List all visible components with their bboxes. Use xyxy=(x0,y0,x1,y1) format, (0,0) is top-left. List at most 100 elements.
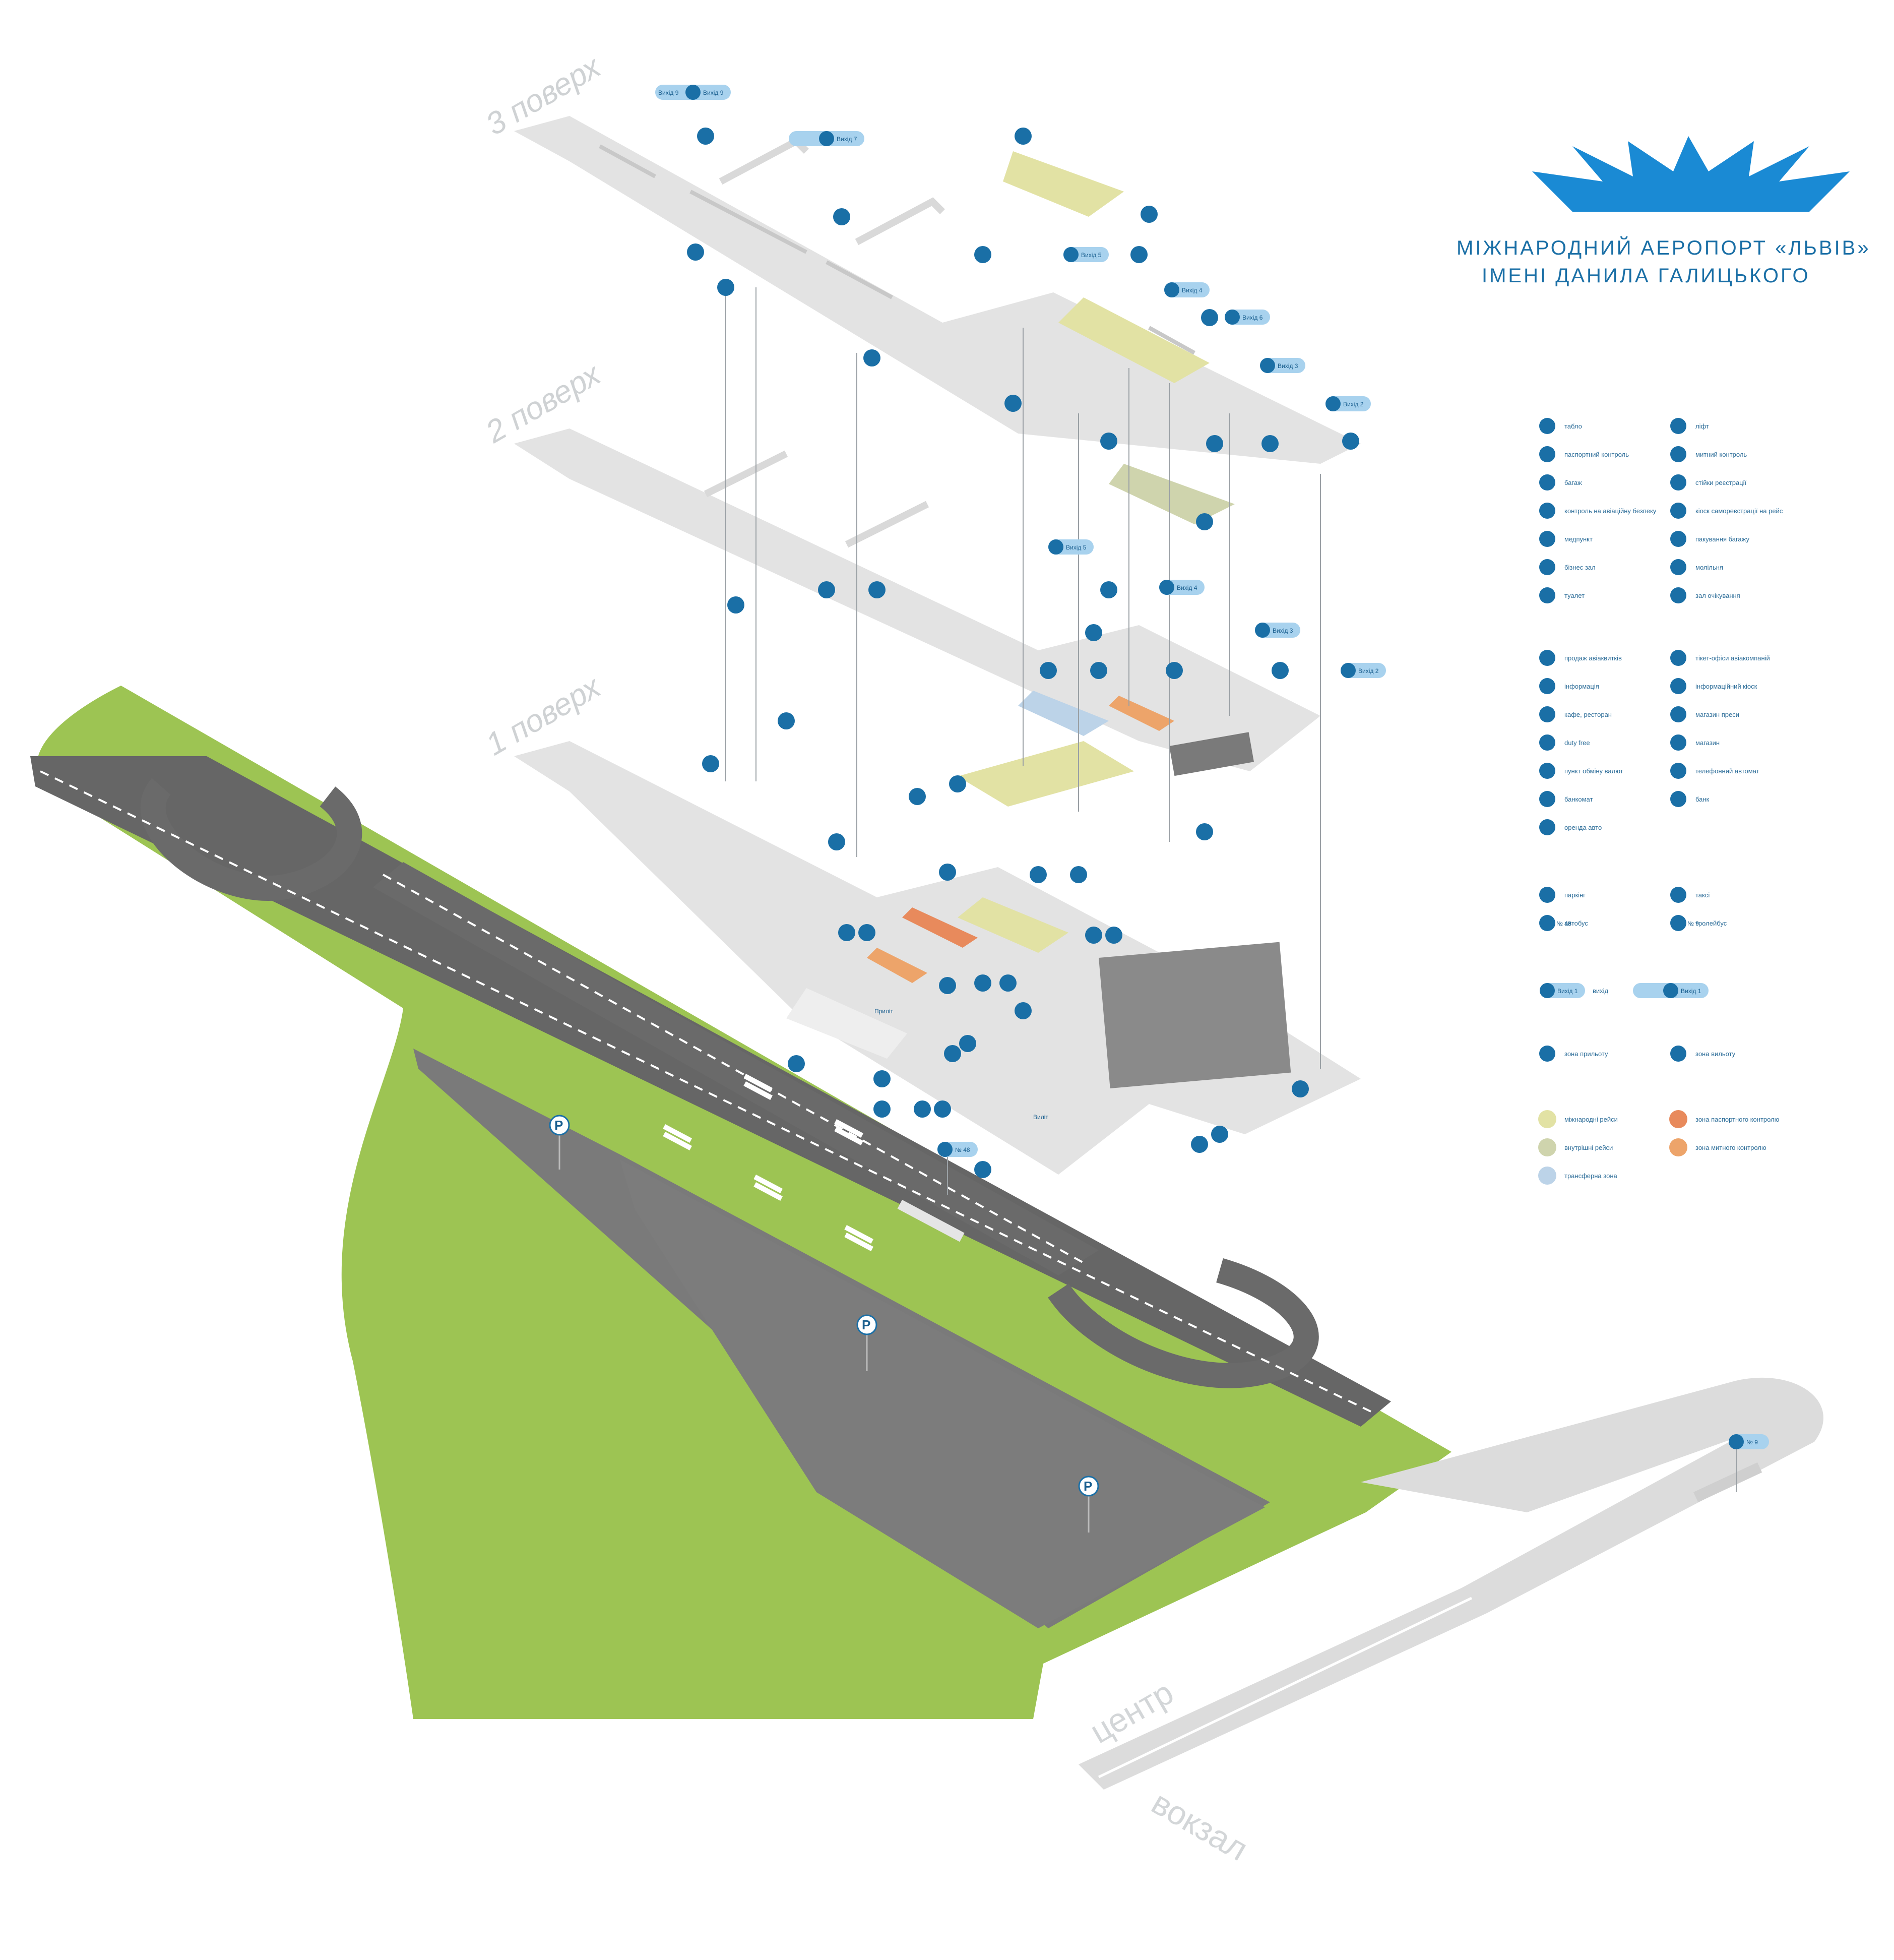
board-icon[interactable] xyxy=(1070,866,1087,883)
exit-pin-8[interactable]: Вихід 7 xyxy=(789,131,864,146)
shop-icon[interactable] xyxy=(999,974,1017,992)
parking-pin-2[interactable]: P xyxy=(856,1314,877,1371)
toilet-icon[interactable] xyxy=(1105,927,1122,944)
car-rental-icon[interactable] xyxy=(873,1100,891,1118)
exit-pin-4[interactable]: Вихід 4 xyxy=(1164,282,1210,297)
legend-item: кіоск самореєстрації на рейс xyxy=(1670,503,1783,519)
map-pins[interactable] xyxy=(687,128,1359,1178)
floor-3-intl-zone-2 xyxy=(1058,297,1210,383)
business-icon[interactable] xyxy=(1196,513,1213,530)
exit-pin-3b[interactable]: Вихід 3 xyxy=(1255,623,1300,638)
exit-pin-9[interactable]: Вихід 9 Вихід 9 xyxy=(655,85,731,100)
elevator-icon[interactable] xyxy=(868,581,886,598)
board-icon[interactable] xyxy=(1211,1126,1228,1143)
floor-1-customs-zone xyxy=(867,948,927,983)
legend-item-label: інформаційний кіоск xyxy=(1695,683,1757,690)
elevator-icon[interactable] xyxy=(1292,1080,1309,1097)
cafe-icon[interactable] xyxy=(873,1070,891,1087)
toilet-icon[interactable] xyxy=(778,712,795,729)
elevator-icon[interactable] xyxy=(702,755,719,772)
legend-color-item: зона митного контролю xyxy=(1669,1138,1766,1156)
waiting-icon[interactable] xyxy=(1261,435,1279,452)
trolleybus-icon xyxy=(1670,915,1686,931)
legend-color-swatch xyxy=(1538,1138,1556,1156)
toilet-icon[interactable] xyxy=(1166,662,1183,679)
legend-color-item: міжнародні рейси xyxy=(1538,1110,1618,1128)
cafe-icon[interactable] xyxy=(974,246,991,263)
elevator-icon[interactable] xyxy=(1272,662,1289,679)
svg-text:P: P xyxy=(862,1317,870,1332)
info-icon[interactable] xyxy=(914,1100,931,1118)
legend-item-label: зона прильоту xyxy=(1564,1050,1608,1058)
toilet-icon[interactable] xyxy=(909,788,926,805)
toilet-icon[interactable] xyxy=(1206,435,1223,452)
jet-bridge-3a xyxy=(719,137,809,185)
parking-pin-1[interactable]: P xyxy=(549,1115,570,1170)
exit-pin-3[interactable]: Вихід 3 xyxy=(1260,358,1305,373)
legend-item: банк xyxy=(1670,791,1710,807)
trolley-route-pin[interactable]: № 9 xyxy=(1729,1434,1769,1492)
toilet-icon[interactable] xyxy=(1004,395,1022,412)
board-icon[interactable] xyxy=(939,977,956,994)
waiting-icon[interactable] xyxy=(1201,309,1218,326)
business-icon[interactable] xyxy=(1141,206,1158,223)
legend-item: зона прильоту xyxy=(1539,1046,1608,1062)
elevator-icon[interactable] xyxy=(1191,1136,1208,1153)
exit-pin-5b[interactable]: Вихід 5 xyxy=(1048,539,1094,555)
toilet-icon[interactable] xyxy=(818,581,835,598)
legend-item-label: молільня xyxy=(1695,564,1723,571)
elevator-icon[interactable] xyxy=(1015,128,1032,145)
loop-road-right xyxy=(1048,1258,1319,1388)
elevator-icon[interactable] xyxy=(1130,246,1148,263)
exit-pin-5b-label: Вихід 5 xyxy=(1066,544,1087,551)
taxi-icon[interactable] xyxy=(974,1161,991,1178)
cafe-icon[interactable] xyxy=(1100,433,1117,450)
legend-item-label: бізнес зал xyxy=(1564,564,1596,571)
elevator-icon[interactable] xyxy=(1196,823,1213,840)
legend-item-label: контроль на авіаційну безпеку xyxy=(1564,507,1657,515)
customs-icon[interactable] xyxy=(1030,866,1047,883)
bus-icon xyxy=(1539,915,1555,931)
exit-pins[interactable]: Вихід 9 Вихід 9 Вихід 7 Вихід 5 Вихід 4 … xyxy=(655,85,1769,1492)
baggage-icon[interactable] xyxy=(1090,662,1107,679)
car-rental-icon[interactable] xyxy=(788,1055,805,1072)
elevator-icon[interactable] xyxy=(1085,624,1102,641)
legend-item-label: duty free xyxy=(1564,739,1590,747)
bus-route-label: № 48 xyxy=(955,1146,970,1153)
parking-pin-3[interactable]: P xyxy=(1078,1476,1099,1533)
elevator-icon[interactable] xyxy=(1085,927,1102,944)
exit-pin-2[interactable]: Вихід 2 xyxy=(1325,396,1371,411)
floor-1 xyxy=(514,741,1361,1175)
exit-pin-6[interactable]: Вихід 6 xyxy=(1225,310,1270,325)
elevator-icon[interactable] xyxy=(949,775,966,792)
elevator-icon[interactable] xyxy=(838,924,855,941)
elevator-icon[interactable] xyxy=(934,1100,951,1118)
elevator-icon[interactable] xyxy=(1100,581,1117,598)
atm-icon[interactable] xyxy=(944,1045,961,1062)
elevator-icon[interactable] xyxy=(727,596,744,614)
waiting-icon xyxy=(1670,587,1686,603)
phone-icon[interactable] xyxy=(959,1035,976,1052)
legend-item: медпункт xyxy=(1539,531,1593,547)
exit-pin-2b[interactable]: Вихід 2 xyxy=(1341,663,1386,678)
exit-pin-4b[interactable]: Вихід 4 xyxy=(1159,580,1205,595)
jet-bridge-2a xyxy=(704,450,788,498)
ticket-icon[interactable] xyxy=(1015,1002,1032,1019)
medical-icon[interactable] xyxy=(858,924,875,941)
taxi-icon xyxy=(1670,887,1686,903)
floor-3-domestic-zone xyxy=(1109,464,1235,524)
elevator-icon[interactable] xyxy=(833,208,850,225)
baggage-icon[interactable] xyxy=(1040,662,1057,679)
passport-icon xyxy=(1539,446,1555,462)
elevator-icon[interactable] xyxy=(1342,433,1359,450)
security-icon[interactable] xyxy=(939,864,956,881)
baggage-icon[interactable] xyxy=(687,243,704,261)
exit-pin-5[interactable]: Вихід 5 xyxy=(1063,247,1109,262)
elevator-icon[interactable] xyxy=(697,128,714,145)
toilet-icon[interactable] xyxy=(863,349,880,366)
bank-icon[interactable] xyxy=(974,974,991,992)
elevator-icon[interactable] xyxy=(828,833,845,850)
elevator-icon[interactable] xyxy=(717,279,734,296)
bus-route-pin[interactable]: № 48 xyxy=(937,1142,978,1195)
legend-item: бізнес зал xyxy=(1539,559,1596,575)
